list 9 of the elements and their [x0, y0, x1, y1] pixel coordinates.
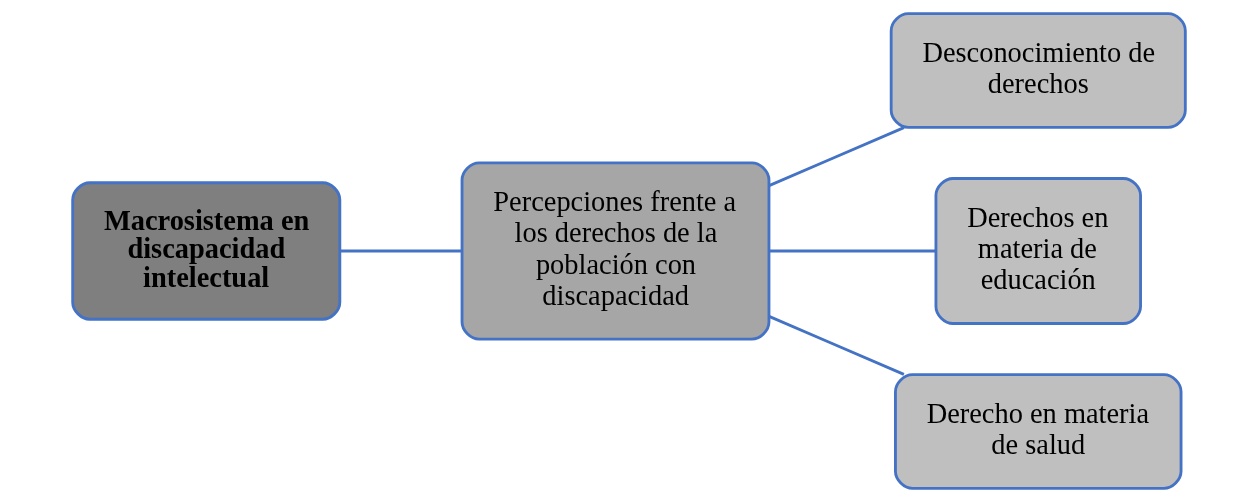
node-box: Percepciones frente a los derechos de la población con discapacidad	[460, 161, 771, 341]
node-box: Derechos en materia de educación	[934, 177, 1142, 325]
node-box: Derecho en materia de salud	[894, 373, 1183, 490]
node-box: Desconocimiento de derechos	[889, 12, 1187, 129]
connector	[768, 315, 905, 376]
node-box: Macrosistema en discapacidad intelectual	[71, 181, 342, 321]
connector	[769, 249, 936, 253]
connector	[768, 126, 905, 187]
connector	[340, 249, 462, 253]
